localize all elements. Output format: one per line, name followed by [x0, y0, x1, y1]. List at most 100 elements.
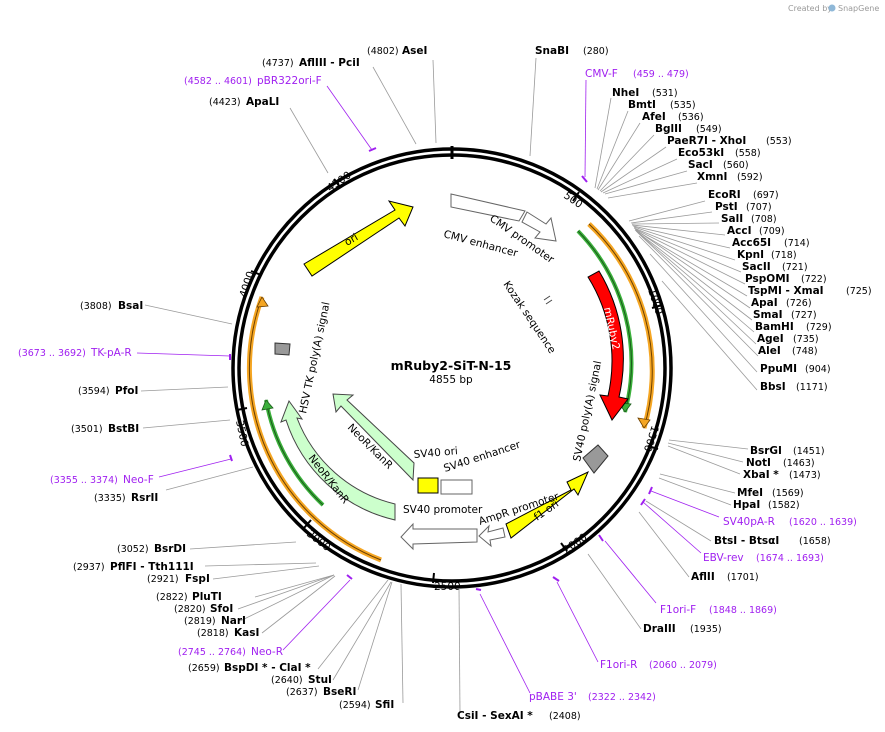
primer-sv40pa-r: SV40pA-R [723, 516, 775, 528]
primer-pbr322ori-f: pBR322ori-F [257, 75, 322, 87]
orf-arrowhead [261, 399, 274, 411]
site-labels: (4802) AseI (4737) AflIII - PciI (4423) … [71, 45, 872, 722]
svg-text:(735): (735) [793, 334, 819, 345]
site-psti: PstI [715, 201, 738, 213]
svg-text:(560): (560) [723, 160, 749, 171]
svg-text:(1674 .. 1693): (1674 .. 1693) [756, 553, 824, 564]
site-afliii: AflIII - PciI [299, 57, 360, 69]
label-ori: ori [343, 231, 361, 248]
credit-brand: SnapGene [838, 4, 879, 13]
site-btsi: BtsI - BtsαI [714, 535, 779, 547]
svg-text:(2818): (2818) [197, 628, 229, 639]
svg-text:(3355 .. 3374): (3355 .. 3374) [50, 475, 118, 486]
site-aflii: AflII [691, 571, 715, 583]
svg-text:(4737): (4737) [262, 58, 294, 69]
svg-text:(729): (729) [806, 322, 832, 333]
svg-text:(1463): (1463) [783, 458, 815, 469]
svg-text:(707): (707) [746, 202, 772, 213]
site-kpni: KpnI [737, 249, 764, 261]
site-bsrdi: BsrDI [154, 543, 186, 555]
svg-text:(1701): (1701) [727, 572, 759, 583]
svg-text:(2819): (2819) [184, 616, 216, 627]
label-sv40-promoter: SV40 promoter [403, 504, 483, 516]
features [274, 193, 629, 551]
site-csii: CsiI - SexAI * [457, 710, 533, 722]
svg-text:(531): (531) [652, 88, 678, 99]
site-ppumi: PpuMI [760, 363, 797, 375]
primer-labels: (4582 .. 4601)pBR322ori-F CMV-F(459 .. 4… [18, 68, 857, 703]
neokanr-inner-arrow [332, 393, 415, 482]
sv40-ori-box [417, 477, 439, 494]
tick-2500: 2500 [434, 581, 461, 593]
plasmid-length: 4855 bp [429, 374, 473, 386]
sv40-enhancer-box [440, 479, 473, 495]
svg-text:(748): (748) [792, 346, 818, 357]
label-sv40-ori: SV40 ori [413, 445, 458, 461]
svg-text:(1451): (1451) [793, 446, 825, 457]
site-bbsi: BbsI [760, 381, 786, 393]
orf-arrowhead [637, 417, 651, 429]
site-alei: AleI [758, 345, 781, 357]
site-draiii: DraIII [643, 623, 676, 635]
svg-text:(3052): (3052) [117, 544, 149, 555]
site-snabi: SnaBI [535, 45, 569, 57]
site-sfii: SfiI [375, 699, 394, 711]
svg-text:(2822): (2822) [156, 592, 188, 603]
svg-text:(535): (535) [670, 100, 696, 111]
site-eco53ki: Eco53kI [678, 147, 724, 159]
svg-text:(1848 .. 1869): (1848 .. 1869) [709, 605, 777, 616]
primer-pbabe3: pBABE 3' [529, 691, 577, 703]
tick-2000: 2000 [561, 531, 590, 556]
svg-text:(714): (714) [784, 238, 810, 249]
tick-3500: 3500 [233, 419, 250, 448]
site-hpai: HpaI [733, 499, 760, 511]
svg-text:(3335): (3335) [94, 493, 126, 504]
site-acc65i: Acc65I [732, 237, 771, 249]
site-apali: ApaLI [246, 96, 279, 108]
ampr-promoter-arrow [478, 524, 506, 548]
primer-neo-f: Neo-F [123, 474, 154, 486]
svg-text:(2594): (2594) [339, 700, 371, 711]
site-nari: NarI [221, 615, 246, 627]
svg-text:(549): (549) [696, 124, 722, 135]
primer-f1ori-r: F1ori-R [600, 659, 637, 671]
site-rsrii: RsrII [131, 492, 158, 504]
tick-4000: 4000 [237, 270, 257, 299]
svg-text:(708): (708) [751, 214, 777, 225]
svg-text:(558): (558) [735, 148, 761, 159]
sv40-promoter-arrow [400, 522, 478, 551]
site-leaders [140, 57, 759, 714]
site-ecori: EcoRI [708, 189, 741, 201]
site-apai: ApaI [751, 297, 778, 309]
site-bspdi: BspDI * - ClaI * [224, 662, 311, 674]
label-hsv-tk: HSV TK poly(A) signal [297, 301, 332, 415]
svg-text:(2820): (2820) [174, 604, 206, 615]
svg-text:(2937): (2937) [73, 562, 105, 573]
tick-4500: 4500 [325, 169, 354, 194]
site-acci: AccI [727, 225, 751, 237]
site-sacii: SacII [742, 261, 771, 273]
tick-marks [236, 178, 663, 584]
svg-text:(1935): (1935) [690, 624, 722, 635]
kozak-mark [543, 295, 551, 301]
svg-text:(709): (709) [759, 226, 785, 237]
site-pfoi: PfoI [115, 385, 138, 397]
svg-text:(1582): (1582) [768, 500, 800, 511]
svg-text:(725): (725) [846, 286, 872, 297]
tick-1000: 1000 [645, 287, 665, 316]
orf-arcs [246, 222, 655, 563]
primer-leaders [136, 79, 720, 694]
svg-text:(721): (721) [782, 262, 808, 273]
site-bstbi: BstBI [108, 423, 139, 435]
svg-text:(4802): (4802) [367, 46, 399, 57]
site-pspomi: PspOMI [745, 273, 790, 285]
svg-text:(536): (536) [678, 112, 704, 123]
site-asei: AseI [402, 45, 427, 57]
svg-text:(718): (718) [771, 250, 797, 261]
primer-marks [229, 147, 653, 591]
site-nhei: NheI [612, 87, 639, 99]
site-bsai: BsaI [118, 300, 143, 312]
svg-text:(2408): (2408) [549, 711, 581, 722]
svg-text:(2637): (2637) [286, 687, 318, 698]
